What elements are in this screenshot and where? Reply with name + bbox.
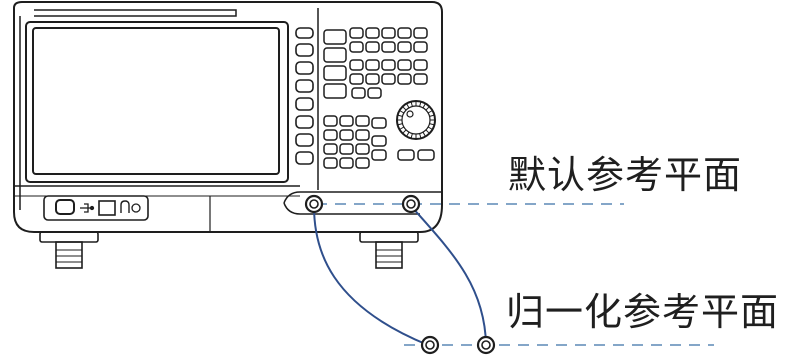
softkey-4 — [295, 97, 314, 111]
key-9 — [381, 27, 396, 39]
key-28 — [323, 129, 338, 141]
key-29 — [323, 143, 338, 155]
instrument-housing — [13, 0, 443, 233]
instrument-body — [13, 0, 443, 233]
softkey-7 — [295, 151, 314, 165]
cable-end-left — [420, 335, 440, 355]
display-screen — [25, 21, 289, 183]
port-symbol — [120, 200, 130, 213]
left-foot — [39, 231, 99, 269]
port-indicator — [131, 203, 141, 213]
rotary-knob — [396, 100, 436, 140]
front-port-area — [43, 195, 149, 221]
key-24 — [413, 73, 428, 85]
key-17 — [365, 59, 380, 71]
key-3 — [323, 65, 347, 81]
key-38 — [355, 157, 370, 169]
key-11 — [397, 27, 412, 39]
normalized-reference-plane-label: 归一化参考平面 — [506, 290, 780, 334]
key-39 — [371, 117, 387, 129]
cable-left — [313, 205, 429, 346]
key-25 — [351, 87, 366, 99]
key-43 — [417, 149, 435, 161]
key-15 — [349, 59, 364, 71]
connector-left — [304, 194, 324, 214]
connector-right — [401, 194, 421, 214]
top-handle — [34, 9, 237, 17]
key-10 — [381, 41, 396, 53]
key-22 — [397, 73, 412, 85]
key-23 — [413, 59, 428, 71]
softkey-3 — [295, 79, 314, 93]
key-20 — [381, 73, 396, 85]
softkey-top — [295, 27, 314, 39]
key-6 — [349, 41, 364, 53]
panel-connectors — [304, 194, 421, 214]
key-42 — [397, 149, 415, 161]
key-31 — [339, 115, 354, 127]
keypad — [323, 27, 435, 169]
softkey-column — [295, 27, 314, 165]
softkey-2 — [295, 61, 314, 75]
reference-plane-lines — [316, 203, 714, 346]
key-34 — [339, 157, 354, 169]
power-button — [55, 199, 75, 215]
key-16 — [349, 73, 364, 85]
key-21 — [397, 59, 412, 71]
key-30 — [323, 157, 338, 169]
key-40 — [371, 135, 387, 147]
cable-end-connectors — [420, 335, 496, 355]
key-8 — [365, 41, 380, 53]
key-41 — [371, 149, 387, 161]
key-2 — [323, 47, 347, 63]
key-26 — [367, 87, 382, 99]
key-35 — [355, 115, 370, 127]
key-33 — [339, 143, 354, 155]
cables — [313, 205, 487, 346]
softkey-5 — [295, 115, 314, 129]
instrument-feet — [39, 231, 419, 269]
key-32 — [339, 129, 354, 141]
right-foot — [359, 231, 419, 269]
usb-icon — [80, 203, 95, 213]
key-37 — [355, 143, 370, 155]
cable-end-right — [476, 335, 496, 355]
key-36 — [355, 129, 370, 141]
key-7 — [365, 27, 380, 39]
key-27 — [323, 115, 338, 127]
softkey-6 — [295, 133, 314, 147]
usb-port — [98, 200, 116, 216]
key-18 — [365, 73, 380, 85]
key-5 — [349, 27, 364, 39]
connector-recess — [283, 191, 442, 215]
key-4 — [323, 83, 347, 99]
cable-right — [410, 205, 487, 346]
key-1 — [323, 29, 347, 45]
key-12 — [397, 41, 412, 53]
softkey-1 — [295, 43, 314, 57]
key-19 — [381, 59, 396, 71]
default-reference-plane-label: 默认参考平面 — [508, 153, 743, 197]
key-14 — [413, 41, 428, 53]
key-13 — [413, 27, 428, 39]
port-bezel — [43, 195, 149, 221]
